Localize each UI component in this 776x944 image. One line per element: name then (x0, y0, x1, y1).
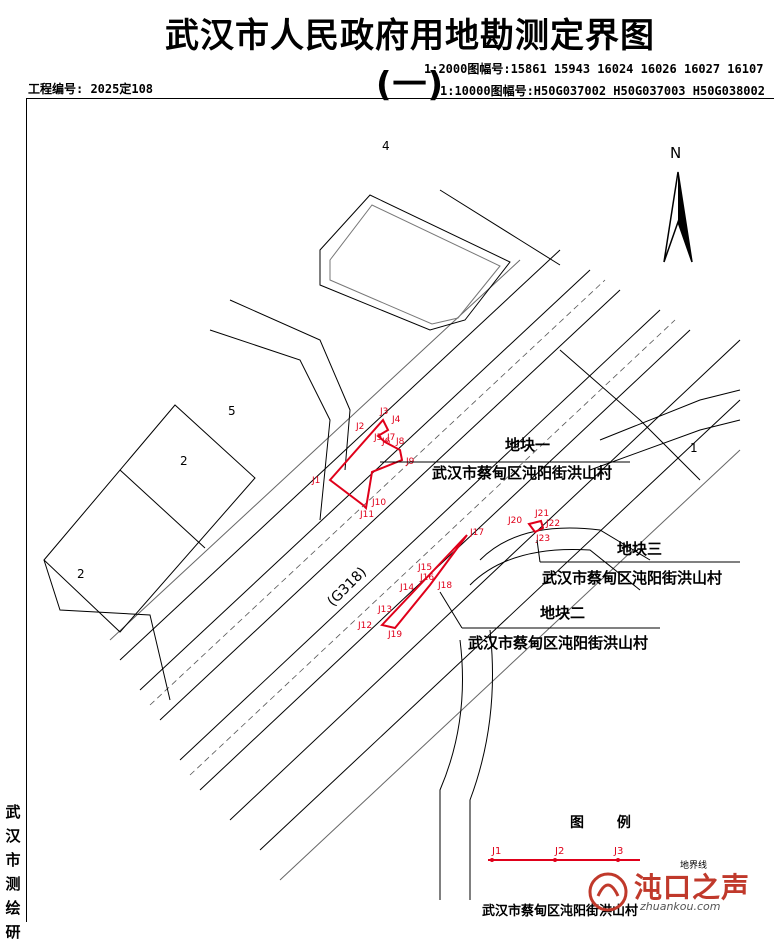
point-label: J7 (386, 433, 395, 443)
legend-point-label: J1 (491, 846, 501, 857)
project-number: 工程编号: 2025定108 (28, 82, 154, 96)
sheet-numbers-10000: 1:10000图幅号:H50G037002 H50G037003 H50G038… (440, 84, 765, 98)
point-label: J19 (387, 630, 402, 640)
watermark-url: zhuankou.com (640, 900, 721, 913)
point-label: J6 (381, 437, 391, 447)
road-lines (109, 249, 741, 881)
watermark-logo-icon (588, 872, 628, 912)
parcel-number: 1 (690, 441, 698, 455)
point-label: J17 (469, 528, 484, 538)
plot3-name: 地块三 (617, 540, 663, 558)
point-label: J15 (417, 563, 432, 573)
road-centerlines (149, 279, 676, 776)
point-label: J22 (545, 519, 560, 529)
map-canvas: N 4 5 2 (43, 139, 741, 900)
point-label: J16 (419, 573, 434, 583)
legend-graphic: J1 J2 J3 (488, 846, 640, 862)
point-label: J21 (534, 509, 549, 519)
point-label: J1 (311, 476, 320, 486)
plot2-location: 武汉市蔡甸区沌阳街洪山村 (468, 634, 649, 652)
plot2-boundary: J12 J13 J14 J15 J16 J17 J18 J19 (357, 528, 484, 640)
plot3-location: 武汉市蔡甸区沌阳街洪山村 (542, 569, 723, 587)
point-label: J8 (395, 437, 405, 447)
sheet-numbers-2000: 1:2000图幅号:15861 15943 16024 16026 16027 … (424, 62, 764, 76)
watermark-brand: 沌口之声 (634, 871, 751, 904)
point-label: J11 (359, 510, 374, 520)
plot1-boundary: J1 J2 J3 J4 J5 J6 J7 J8 J9 J10 J11 (311, 407, 415, 520)
legend-point-label: J2 (554, 846, 564, 857)
point-label: J2 (355, 422, 364, 432)
parcel-number: 5 (228, 404, 236, 418)
plot1-location: 武汉市蔡甸区沌阳街洪山村 (432, 464, 613, 482)
side-organization-text: 武汉市测绘研 (5, 803, 21, 941)
point-label: J23 (535, 534, 550, 544)
map-title: 武汉市人民政府用地勘测定界图(一) (165, 16, 655, 105)
legend-point-label: J3 (613, 846, 623, 857)
plot3-boundary: J20 J21 J22 J23 (507, 509, 560, 544)
plot1-name: 地块一 (505, 436, 551, 454)
point-label: J18 (437, 581, 452, 591)
legend-title: 图 例 (570, 815, 645, 831)
building-blocks (43, 189, 741, 900)
parcel-number: 2 (77, 567, 85, 581)
point-label: J12 (357, 621, 372, 631)
point-label: J4 (391, 415, 401, 425)
parcel-number: 2 (180, 454, 188, 468)
point-label: J13 (377, 605, 392, 615)
point-label: J14 (399, 583, 414, 593)
map-frame (26, 98, 774, 922)
legend-boundary-label: 地界线 (680, 861, 708, 871)
leader-lines (380, 461, 740, 629)
point-label: J20 (507, 516, 522, 526)
plot2-name: 地块二 (540, 604, 586, 622)
point-label: J3 (379, 407, 388, 417)
parcel-numbers: 4 5 2 2 1 (77, 139, 698, 581)
north-arrow-icon: N (663, 144, 693, 263)
point-label: J5 (373, 433, 382, 443)
parcel-number: 4 (382, 139, 390, 153)
point-label: J10 (371, 498, 386, 508)
north-label: N (670, 144, 681, 162)
